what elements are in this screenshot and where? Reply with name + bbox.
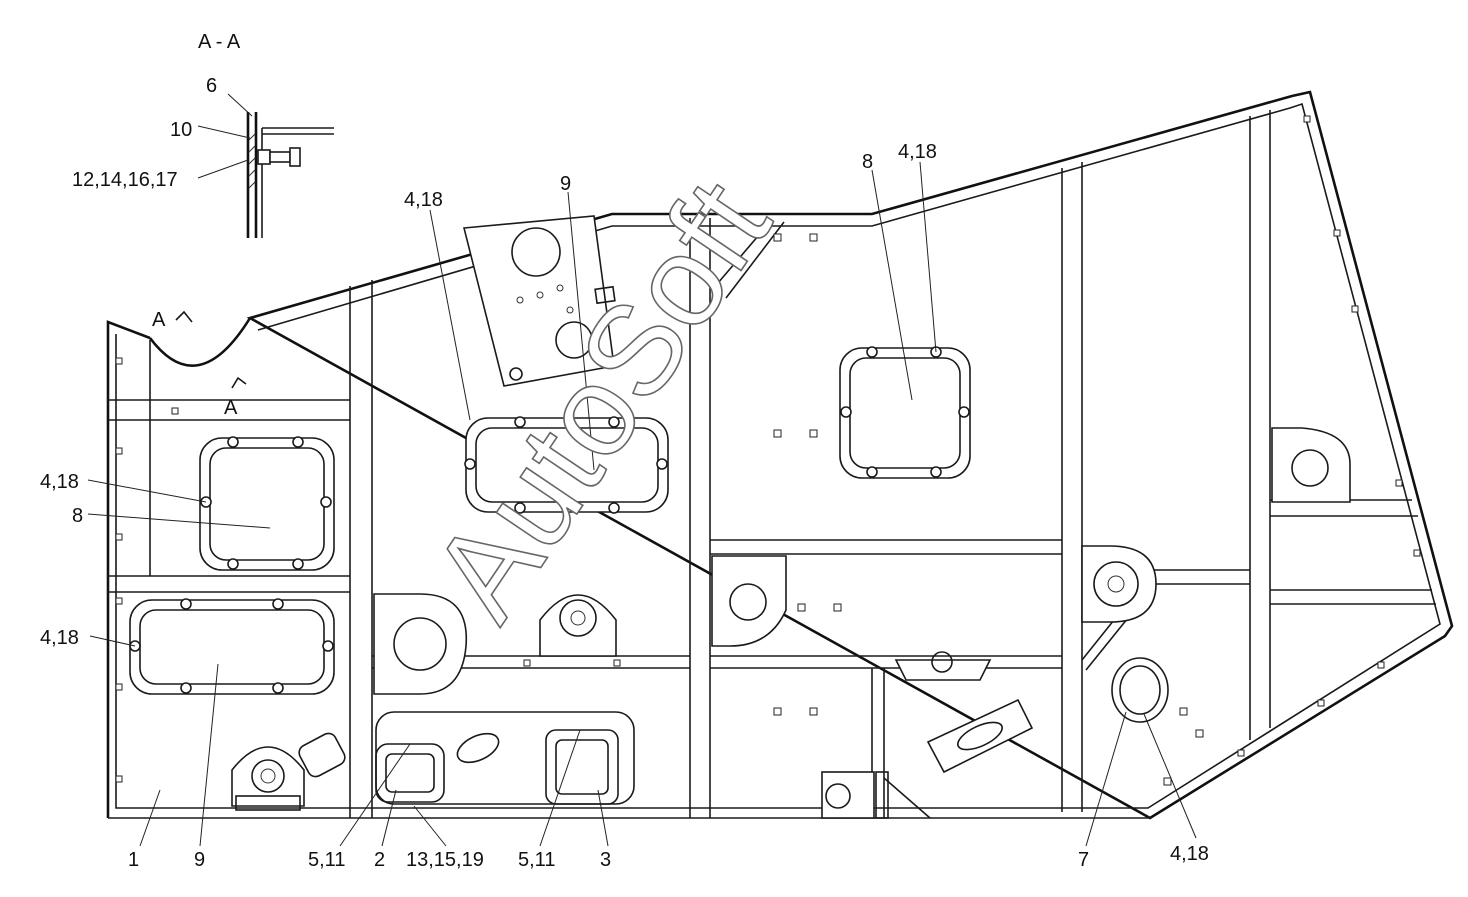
frame-members <box>108 110 1436 819</box>
slot-openings <box>298 651 1034 778</box>
callout-8-right: 8 <box>862 151 873 173</box>
bracket-right-mid <box>1081 545 1157 623</box>
callout-4-18-center: 4,18 <box>404 189 443 211</box>
callout-9-bottom: 9 <box>194 849 205 871</box>
callout-4-18-left-lower: 4,18 <box>40 627 79 649</box>
hatch-left-upper <box>199 436 335 571</box>
bracket-lower-mid <box>821 771 889 819</box>
section-mark-top: A <box>152 309 166 331</box>
callout-1: 1 <box>128 849 139 871</box>
leader-lines <box>87 93 1197 847</box>
cover-part-3 <box>545 729 619 805</box>
callout-7: 7 <box>1078 849 1089 871</box>
callout-6: 6 <box>206 75 217 97</box>
panel-frame-lower <box>375 711 635 805</box>
hatch-center <box>464 416 669 514</box>
callout-3: 3 <box>600 849 611 871</box>
callout-10: 10 <box>170 119 192 141</box>
callout-13-15-19: 13,15,19 <box>406 849 484 871</box>
callout-4-18-left-upper: 4,18 <box>40 471 79 493</box>
mounting-plate <box>462 215 616 387</box>
hatch-right <box>839 346 971 479</box>
cover-part-2 <box>375 743 445 803</box>
callout-2: 2 <box>374 849 385 871</box>
panel-outline <box>106 90 1454 820</box>
section-title: A - A <box>198 31 241 53</box>
callout-8-left: 8 <box>72 505 83 527</box>
callout-12-14-16-17: 12,14,16,17 <box>72 169 178 191</box>
bracket-mid-left <box>373 593 468 695</box>
section-mark-bottom: A <box>224 397 238 419</box>
callout-5-11-left: 5,11 <box>308 849 345 871</box>
callout-labels: A - A A A 6 10 12,14,16,17 4,18 9 8 4,18… <box>40 31 1209 871</box>
fastener-squares <box>115 115 1421 786</box>
section-detail-a-a <box>246 112 334 238</box>
section-mark-arrows <box>175 310 247 389</box>
hatch-left-lower <box>129 598 335 695</box>
callout-4-18-right: 4,18 <box>898 141 937 163</box>
callout-5-11-right: 5,11 <box>518 849 555 871</box>
bracket-lower-center <box>539 594 617 657</box>
bracket-right-upper <box>1271 427 1351 503</box>
bracket-lower-left <box>231 746 305 811</box>
bracket-mid-center <box>711 555 787 647</box>
callout-9-center: 9 <box>560 173 571 195</box>
oval-opening-7 <box>1111 657 1169 723</box>
callout-4-18-bottom: 4,18 <box>1170 843 1209 865</box>
